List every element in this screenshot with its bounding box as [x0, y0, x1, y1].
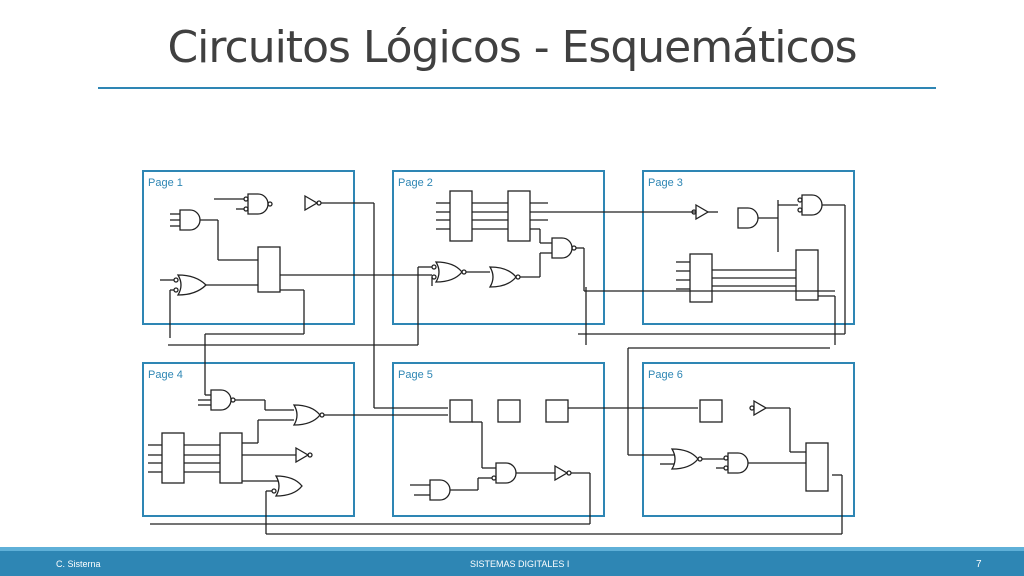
page-2-label: Page 2: [398, 177, 433, 189]
register-block: [219, 432, 243, 484]
logic-block: [257, 246, 281, 293]
slide-title: Circuitos Lógicos - Esquemáticos: [167, 22, 857, 73]
and-gate: [179, 209, 201, 231]
page-1-circuit: [160, 193, 448, 409]
page-4-label: Page 4: [148, 369, 183, 381]
footer-course: SISTEMAS DIGITALES I: [470, 559, 570, 569]
or-gate: [176, 274, 207, 296]
page-2-circuit: [168, 190, 835, 346]
inverter: [554, 464, 569, 482]
nand-gate: [210, 389, 232, 411]
mux-block: [795, 249, 819, 301]
page-4-circuit: [148, 389, 843, 535]
flipflop-block: [699, 399, 723, 423]
mux-block: [689, 253, 713, 303]
or-gate: [670, 448, 699, 470]
flipflop-block: [449, 399, 473, 423]
footer-page-number: 7: [976, 559, 982, 570]
nand-gate: [247, 193, 269, 215]
mux-block: [805, 442, 829, 492]
page-3-frame: [642, 170, 855, 325]
page-3-label: Page 3: [648, 177, 683, 189]
page-5-frame: [392, 362, 605, 517]
and-gate: [801, 194, 823, 216]
and-gate: [429, 479, 451, 501]
flipflop-block: [545, 399, 569, 423]
nand-gate: [551, 237, 573, 259]
page-6-frame: [642, 362, 855, 517]
page-2-frame: [392, 170, 605, 325]
title-underline: [98, 87, 936, 89]
page-6-circuit: [627, 347, 830, 492]
footer-author: C. Sisterna: [56, 559, 101, 569]
page-1-frame: [142, 170, 355, 325]
buffer: [695, 203, 710, 221]
and-gate: [495, 462, 517, 484]
register-block: [161, 432, 185, 484]
flipflop-block: [497, 399, 521, 423]
footer-bar: C. Sisterna SISTEMAS DIGITALES I 7: [0, 547, 1024, 576]
inverter: [295, 446, 310, 464]
page-5-label: Page 5: [398, 369, 433, 381]
buffer: [753, 399, 768, 417]
inverter: [304, 194, 319, 212]
register-block: [507, 190, 531, 242]
xor-gate: [488, 266, 517, 288]
register-block: [449, 190, 473, 242]
or-gate: [274, 475, 303, 497]
and-gate: [727, 452, 749, 474]
page-1-label: Page 1: [148, 177, 183, 189]
nor-gate: [434, 261, 463, 283]
page-6-label: Page 6: [648, 369, 683, 381]
and-gate: [737, 207, 759, 229]
nor-gate: [292, 404, 321, 426]
page-5-circuit: [150, 399, 698, 525]
page-3-circuit: [578, 194, 846, 345]
page-4-frame: [142, 362, 355, 517]
footer-stripe: [0, 547, 1024, 551]
